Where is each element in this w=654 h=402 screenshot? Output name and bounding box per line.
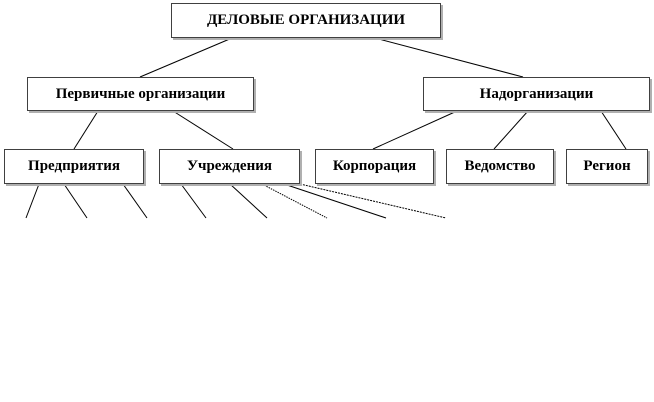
node-super-organizations: Надорганизации [423,77,650,111]
node-institutions: Учреждения [159,149,300,184]
node-corporation: Корпорация [315,149,434,184]
branch-enterprises-1 [25,183,40,219]
node-enterprises: Предприятия [4,149,144,184]
link-super-corporation [372,110,458,150]
node-corporation-label: Корпорация [332,158,417,174]
link-super-agency [493,110,529,150]
link-root-super [374,37,524,78]
branch-institutions-4 [283,183,387,219]
branch-enterprises-2 [63,183,88,219]
node-root: ДЕЛОВЫЕ ОРГАНИЗАЦИИ [171,3,441,38]
link-primary-enterprises [73,110,99,150]
branch-enterprises-3 [122,183,148,219]
node-institutions-label: Учреждения [187,158,272,174]
node-root-label: ДЕЛОВЫЕ ОРГАНИЗАЦИИ [206,12,406,28]
link-primary-institutions [172,110,234,150]
node-primary-organizations-label: Первичные организации [55,85,226,102]
branch-institutions-2 [229,183,268,219]
node-agency-label: Ведомство [464,158,536,174]
branch-institutions-3 [261,183,328,219]
link-root-primary [139,37,233,78]
branch-institutions-5 [299,183,447,219]
node-region: Регион [566,149,648,184]
branch-institutions-1 [180,183,207,219]
node-enterprises-label: Предприятия [28,158,120,174]
node-agency: Ведомство [446,149,554,184]
node-primary-organizations: Первичные организации [27,77,254,111]
node-super-organizations-label: Надорганизации [479,85,594,102]
link-super-region [600,110,627,150]
node-region-label: Регион [583,158,631,174]
